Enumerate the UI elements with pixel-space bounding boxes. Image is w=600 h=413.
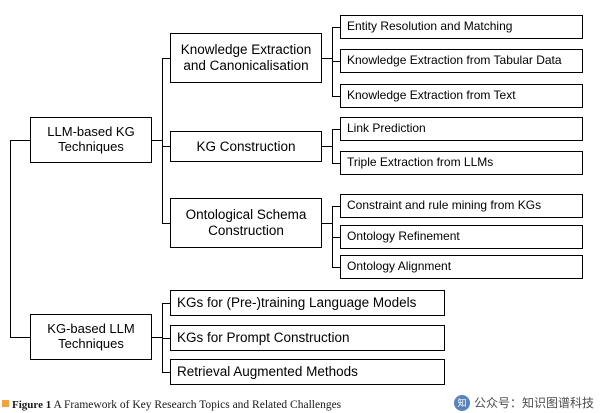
connector-llm-out: [152, 140, 162, 141]
node-label: KG Construction: [196, 138, 296, 154]
figure-caption-text: A Framework of Key Research Topics and R…: [53, 399, 342, 411]
node-kg-based-llm-techniques[interactable]: KG-based LLM Techniques: [30, 314, 152, 360]
connector-kgc-leaf-1: [332, 129, 340, 130]
node-label: Ontology Alignment: [347, 259, 452, 274]
connector-kgllm-leaf-1: [162, 303, 170, 304]
node-link-prediction[interactable]: Link Prediction: [340, 117, 583, 141]
node-label: KG-based LLM Techniques: [47, 321, 135, 351]
connector-ke-leaf-3: [332, 96, 340, 97]
connector-osc-out: [322, 223, 332, 224]
connector-osc-leaf-2: [332, 237, 340, 238]
node-label: Knowledge Extraction from Text: [347, 88, 516, 103]
connector-osc-leaf-3: [332, 267, 340, 268]
figure-caption: Figure 1 A Framework of Key Research Top…: [12, 399, 341, 411]
node-label: Entity Resolution and Matching: [347, 19, 513, 34]
connector-ke-out: [322, 58, 332, 59]
node-llm-based-kg-techniques[interactable]: LLM-based KG Techniques: [30, 117, 152, 163]
connector-to-ontological-schema: [162, 223, 170, 224]
node-ontology-refinement[interactable]: Ontology Refinement: [340, 225, 583, 249]
node-label: Ontological Schema Construction: [185, 207, 307, 238]
node-label: Knowledge Extraction and Canonicalisatio…: [180, 42, 312, 73]
connector-kgc-out: [322, 146, 332, 147]
root-spine-vertical: [10, 140, 11, 337]
node-entity-resolution-and-matching[interactable]: Entity Resolution and Matching: [340, 15, 583, 39]
connector-ke-leaf-2: [332, 61, 340, 62]
node-ontology-alignment[interactable]: Ontology Alignment: [340, 255, 583, 279]
root-branch-llm-based-kg: [10, 140, 30, 141]
node-label: Retrieval Augmented Methods: [177, 364, 358, 380]
node-ontological-schema-construction[interactable]: Ontological Schema Construction: [170, 198, 322, 248]
connector-kgllm-out: [152, 337, 162, 338]
node-kg-construction[interactable]: KG Construction: [170, 131, 322, 162]
node-label: KGs for (Pre-)training Language Models: [177, 295, 417, 311]
node-knowledge-extraction-from-tabular-data[interactable]: Knowledge Extraction from Tabular Data: [340, 49, 583, 73]
node-label: Ontology Refinement: [347, 229, 460, 244]
connector-kgc-leaf-2: [332, 163, 340, 164]
node-knowledge-extraction-and-canonicalisation[interactable]: Knowledge Extraction and Canonicalisatio…: [170, 33, 322, 83]
node-constraint-and-rule-mining-from-kgs[interactable]: Constraint and rule mining from KGs: [340, 194, 583, 218]
node-label: Constraint and rule mining from KGs: [347, 198, 542, 213]
connector-osc-spine: [332, 206, 333, 267]
node-retrieval-augmented-methods[interactable]: Retrieval Augmented Methods: [170, 359, 445, 385]
watermark-logo-icon: 知: [453, 394, 470, 411]
figure-caption-label: Figure 1: [12, 399, 52, 411]
connector-to-knowledge-extraction: [162, 58, 170, 59]
connector-kgc-spine: [332, 129, 333, 163]
connector-osc-leaf-1: [332, 206, 340, 207]
watermark-text: 公众号：知识图谱科技: [473, 396, 594, 410]
connector-kgllm-leaf-2: [162, 338, 170, 339]
node-triple-extraction-from-llms[interactable]: Triple Extraction from LLMs: [340, 151, 583, 175]
node-knowledge-extraction-from-text[interactable]: Knowledge Extraction from Text: [340, 84, 583, 108]
node-kgs-for-prompt-construction[interactable]: KGs for Prompt Construction: [170, 325, 445, 351]
connector-ke-leaf-1: [332, 27, 340, 28]
node-label: Link Prediction: [347, 121, 426, 136]
caption-marker: [2, 400, 9, 407]
node-label: LLM-based KG Techniques: [47, 124, 135, 154]
connector-llm-spine: [162, 58, 163, 223]
node-label: Knowledge Extraction from Tabular Data: [347, 53, 562, 68]
watermark: 知 公众号：知识图谱科技: [453, 394, 594, 411]
connector-kgllm-leaf-3: [162, 372, 170, 373]
node-label: KGs for Prompt Construction: [177, 330, 350, 346]
root-branch-kg-based-llm: [10, 337, 30, 338]
node-label: Triple Extraction from LLMs: [347, 155, 494, 170]
node-kgs-for-pretraining-language-models[interactable]: KGs for (Pre-)training Language Models: [170, 290, 445, 316]
connector-kgllm-spine: [162, 303, 163, 372]
connector-to-kg-construction: [162, 146, 170, 147]
